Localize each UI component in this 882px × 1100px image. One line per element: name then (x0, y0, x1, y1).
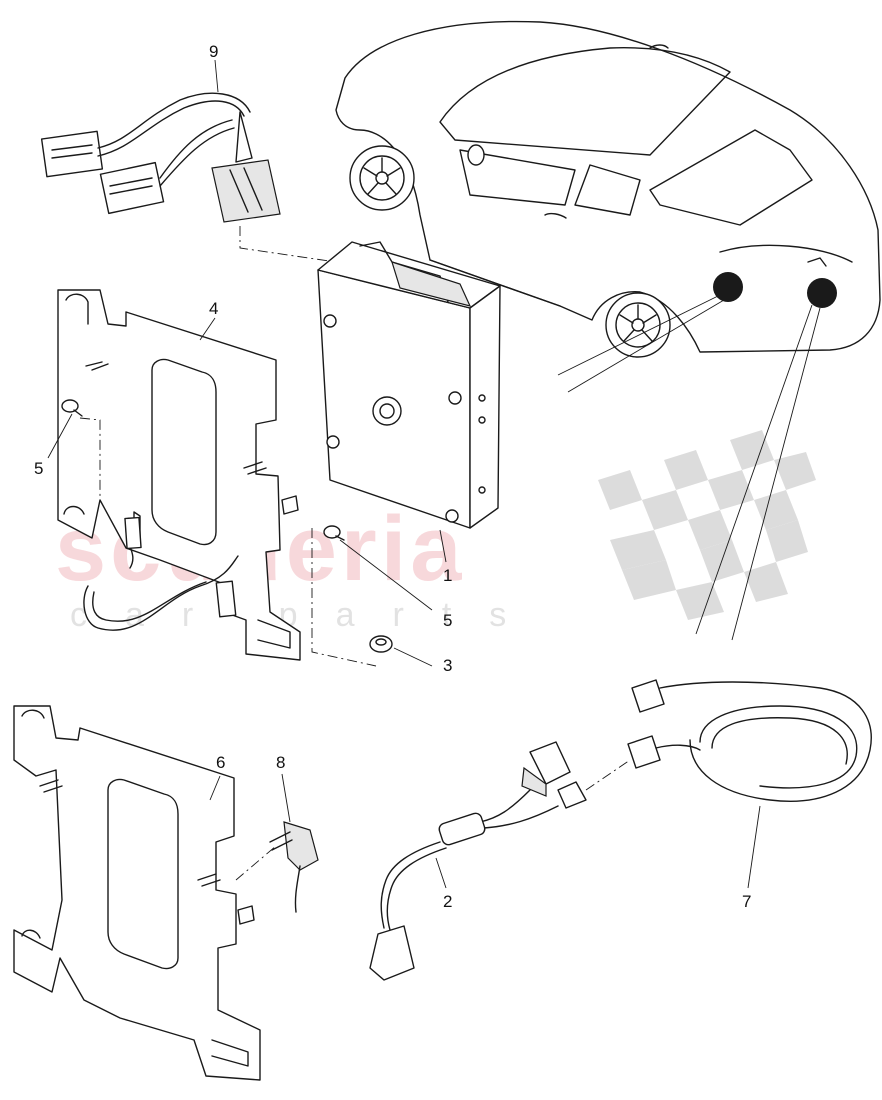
nut-3 (369, 635, 393, 653)
adapter-cable-2 (369, 741, 587, 981)
callout-4: 4 (209, 299, 218, 318)
vehicle-illustration (335, 20, 881, 641)
callout-8: 8 (276, 753, 285, 772)
callout-1: 1 (443, 566, 452, 585)
mounting-bracket-4 (57, 289, 301, 661)
callout-2: 2 (443, 892, 452, 911)
watermark-sub: car parts (70, 596, 544, 634)
cable-7 (627, 679, 872, 802)
mounting-bracket-6 (13, 705, 261, 1081)
wiring-harness-9 (40, 92, 281, 223)
cable-connector-8 (269, 821, 319, 913)
location-marker-right (807, 278, 837, 308)
callout-5-left: 5 (34, 459, 43, 478)
callout-3: 3 (443, 656, 452, 675)
control-unit-1 (317, 241, 501, 529)
checkered-flag-logo (598, 430, 816, 620)
screw-5-left (61, 399, 83, 417)
callout-9: 9 (209, 42, 218, 61)
location-marker-left (713, 272, 743, 302)
screw-5-right (323, 525, 345, 541)
callout-5-right: 5 (443, 611, 452, 630)
leader-lines (47, 59, 761, 889)
callout-7: 7 (742, 892, 751, 911)
callout-6: 6 (216, 753, 225, 772)
